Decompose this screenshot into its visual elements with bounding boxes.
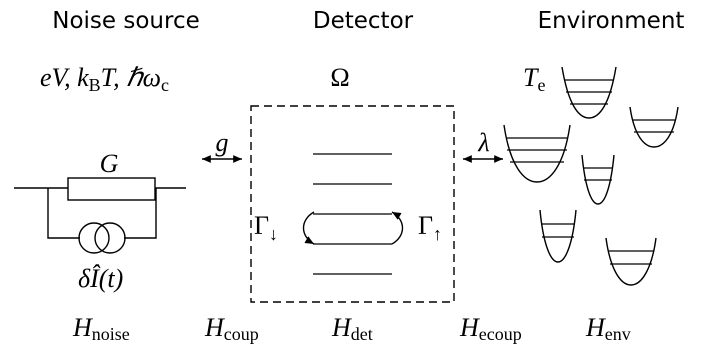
noise-parameters: eV, kBT, ℏωc bbox=[40, 63, 169, 95]
oscillator-2 bbox=[503, 124, 571, 183]
heading-detector: Detector bbox=[313, 8, 414, 34]
hamiltonian-coupling: Hcoup bbox=[204, 313, 259, 344]
environment-oscillators bbox=[503, 66, 679, 286]
hamiltonian-detector: Hdet bbox=[331, 313, 373, 344]
coupling-lambda-label: λ bbox=[477, 128, 489, 157]
hamiltonian-noise: Hnoise bbox=[72, 313, 130, 344]
relaxation-arrow bbox=[302, 211, 315, 245]
oscillator-1 bbox=[561, 66, 617, 119]
detector-levels bbox=[313, 153, 392, 275]
detector-frequency: Ω bbox=[330, 63, 349, 92]
detector-box bbox=[250, 105, 455, 303]
current-source-left-circle bbox=[78, 222, 110, 254]
environment-temperature: Te bbox=[523, 63, 545, 95]
oscillator-3 bbox=[629, 106, 679, 148]
coupling-g-label: g bbox=[216, 128, 229, 157]
oscillator-4 bbox=[581, 154, 615, 205]
hamiltonian-environment: Henv bbox=[585, 313, 631, 344]
oscillator-5 bbox=[539, 209, 577, 263]
heading-environment: Environment bbox=[538, 8, 685, 34]
oscillator-6 bbox=[605, 237, 657, 286]
heading-noise-source: Noise source bbox=[52, 8, 200, 34]
current-source-right-circle bbox=[94, 222, 126, 254]
excitation-arrow bbox=[391, 211, 404, 245]
noise-circuit bbox=[14, 177, 186, 254]
hamiltonian-env-coupling: Hecoup bbox=[459, 313, 522, 344]
rate-down-label: Γ↓ bbox=[254, 211, 278, 244]
noise-current-label: δÎ(t) bbox=[78, 264, 123, 293]
conductance-label: G bbox=[100, 149, 119, 178]
rate-up-label: Γ↑ bbox=[418, 211, 442, 244]
resistor bbox=[67, 177, 156, 201]
